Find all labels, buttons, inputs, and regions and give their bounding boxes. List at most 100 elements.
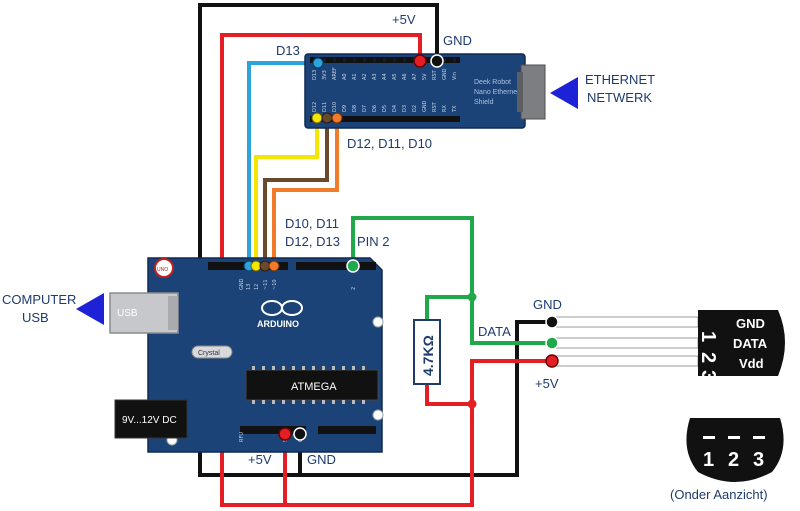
sensor-pin-num-3: 3: [697, 370, 719, 381]
sensor-pin-data-dot: [545, 336, 559, 350]
junction-data: [467, 292, 477, 302]
shield-pin-d10: [331, 112, 343, 124]
spi-wires: [247, 61, 339, 266]
svg-text:Vin: Vin: [452, 72, 458, 80]
svg-text:D6: D6: [372, 105, 378, 112]
label-plus5v-top: +5V: [392, 12, 416, 27]
svg-text:RFU: RFU: [239, 432, 245, 442]
label-gnd-bottom: GND: [307, 452, 336, 467]
svg-text:D12: D12: [312, 102, 318, 112]
label-d10-d11: D10, D11: [285, 216, 339, 231]
svg-text:GND: GND: [239, 278, 245, 290]
svg-text:A3: A3: [372, 73, 378, 80]
svg-text:GND: GND: [442, 68, 448, 80]
svg-text:A4: A4: [382, 73, 388, 80]
arduino-pin-2: [346, 259, 360, 273]
label-d13-top: D13: [276, 43, 300, 58]
shield-pin-d11: [321, 112, 333, 124]
ethernet-shield: D13 3V3 AREF A0 A1 A2 A3 A4 A5 A6 A7 5V …: [304, 53, 546, 129]
label-plus5v-bottom: +5V: [248, 452, 272, 467]
uno-badge: UNO: [157, 267, 168, 273]
svg-text:2: 2: [351, 287, 357, 290]
label-computer-2: USB: [22, 310, 49, 325]
junction-vcc: [467, 399, 477, 409]
usb-connector: [109, 292, 179, 334]
sensor-leads: [551, 316, 699, 367]
shield-label-line1: Deek Robot: [474, 79, 511, 86]
svg-text:13: 13: [246, 284, 252, 290]
svg-text:12: 12: [254, 284, 260, 290]
svg-text:A6: A6: [402, 73, 408, 80]
svg-text:AREF: AREF: [332, 67, 338, 80]
shield-pin-gnd: [430, 54, 444, 68]
svg-text:D9: D9: [342, 105, 348, 112]
svg-text:GND: GND: [422, 100, 428, 112]
bottom-view-num-2: 2: [728, 449, 739, 471]
label-computer-1: COMPUTER: [2, 292, 76, 307]
arduino-board: UNO USB 9V...12V DC Crystal ARDUINO: [109, 257, 384, 453]
wire-d13: [247, 61, 318, 266]
wire-d10: [272, 118, 339, 266]
label-gnd-right: GND: [533, 297, 562, 312]
svg-text:~10: ~10: [272, 279, 278, 290]
shield-pin-d13: [312, 57, 324, 69]
sensor-pin-name-data: DATA: [733, 336, 768, 351]
svg-text:RST: RST: [432, 101, 438, 112]
pullup-resistor: 4.7KΩ: [413, 319, 441, 385]
sensor-bottom-view: 1 2 3: [686, 418, 784, 482]
power-jack-label: 9V...12V DC: [122, 415, 177, 426]
svg-text:A5: A5: [392, 73, 398, 80]
label-ethernet-1: ETHERNET: [585, 72, 655, 87]
resistor-label: 4.7KΩ: [420, 335, 436, 376]
svg-text:D5: D5: [382, 105, 388, 112]
shield-label-line2: Nano Ethernet: [474, 89, 519, 96]
svg-text:TX: TX: [452, 105, 458, 113]
label-pin2: PIN 2: [357, 234, 390, 249]
power-jack: [114, 399, 188, 439]
crystal-label: Crystal: [198, 350, 220, 357]
sensor-pin-name-vdd: Vdd: [739, 356, 764, 371]
svg-text:D3: D3: [402, 105, 408, 112]
svg-text:A2: A2: [362, 73, 368, 80]
atmega-label: ATMEGA: [291, 381, 337, 393]
data-wire: [351, 216, 552, 345]
shield-label-line3: Shield: [474, 99, 494, 106]
sensor-pin-gnd-dot: [545, 315, 559, 329]
wire-d12: [254, 118, 319, 266]
bottom-view-num-1: 1: [703, 449, 714, 471]
sensor-pin-name-gnd: GND: [736, 316, 765, 331]
wire-d11: [263, 118, 329, 266]
svg-text:D7: D7: [362, 105, 368, 112]
svg-text:~11: ~11: [263, 279, 269, 290]
label-ethernet-2: NETWERK: [587, 90, 652, 105]
shield-pin-d12: [311, 112, 323, 124]
svg-text:D13: D13: [312, 70, 318, 80]
svg-text:A7: A7: [412, 73, 418, 80]
svg-text:A0: A0: [342, 73, 348, 80]
arduino-pin-10: [268, 260, 280, 272]
arduino-pin-gnd: [293, 427, 307, 441]
label-gnd-top: GND: [443, 33, 472, 48]
sensor-pin-num-2: 2: [697, 352, 719, 363]
svg-text:A1: A1: [352, 73, 358, 80]
svg-text:D10: D10: [332, 102, 338, 112]
svg-text:D11: D11: [322, 102, 328, 112]
label-plus5v-right: +5V: [535, 376, 559, 391]
svg-text:D4: D4: [392, 105, 398, 112]
usb-label: USB: [117, 308, 138, 319]
sensor-pin-num-1: 1: [697, 331, 719, 342]
sensor-pin-vdd-dot: [545, 354, 559, 368]
svg-text:D2: D2: [412, 105, 418, 112]
bottom-view-num-3: 3: [753, 449, 764, 471]
shield-pin-5v: [413, 54, 427, 68]
bottom-view-caption: (Onder Aanzicht): [670, 487, 768, 502]
svg-text:5V: 5V: [422, 73, 428, 80]
svg-text:RX: RX: [442, 105, 448, 112]
svg-text:3V3: 3V3: [322, 70, 328, 80]
label-d12-d13: D12, D13: [285, 234, 340, 249]
arduino-logo-text: ARDUINO: [257, 319, 299, 329]
sensor-body: 1 2 3 GND DATA Vdd: [697, 310, 785, 381]
arduino-pin-5v: [278, 427, 292, 441]
ethernet-arrow-icon: [550, 77, 578, 109]
